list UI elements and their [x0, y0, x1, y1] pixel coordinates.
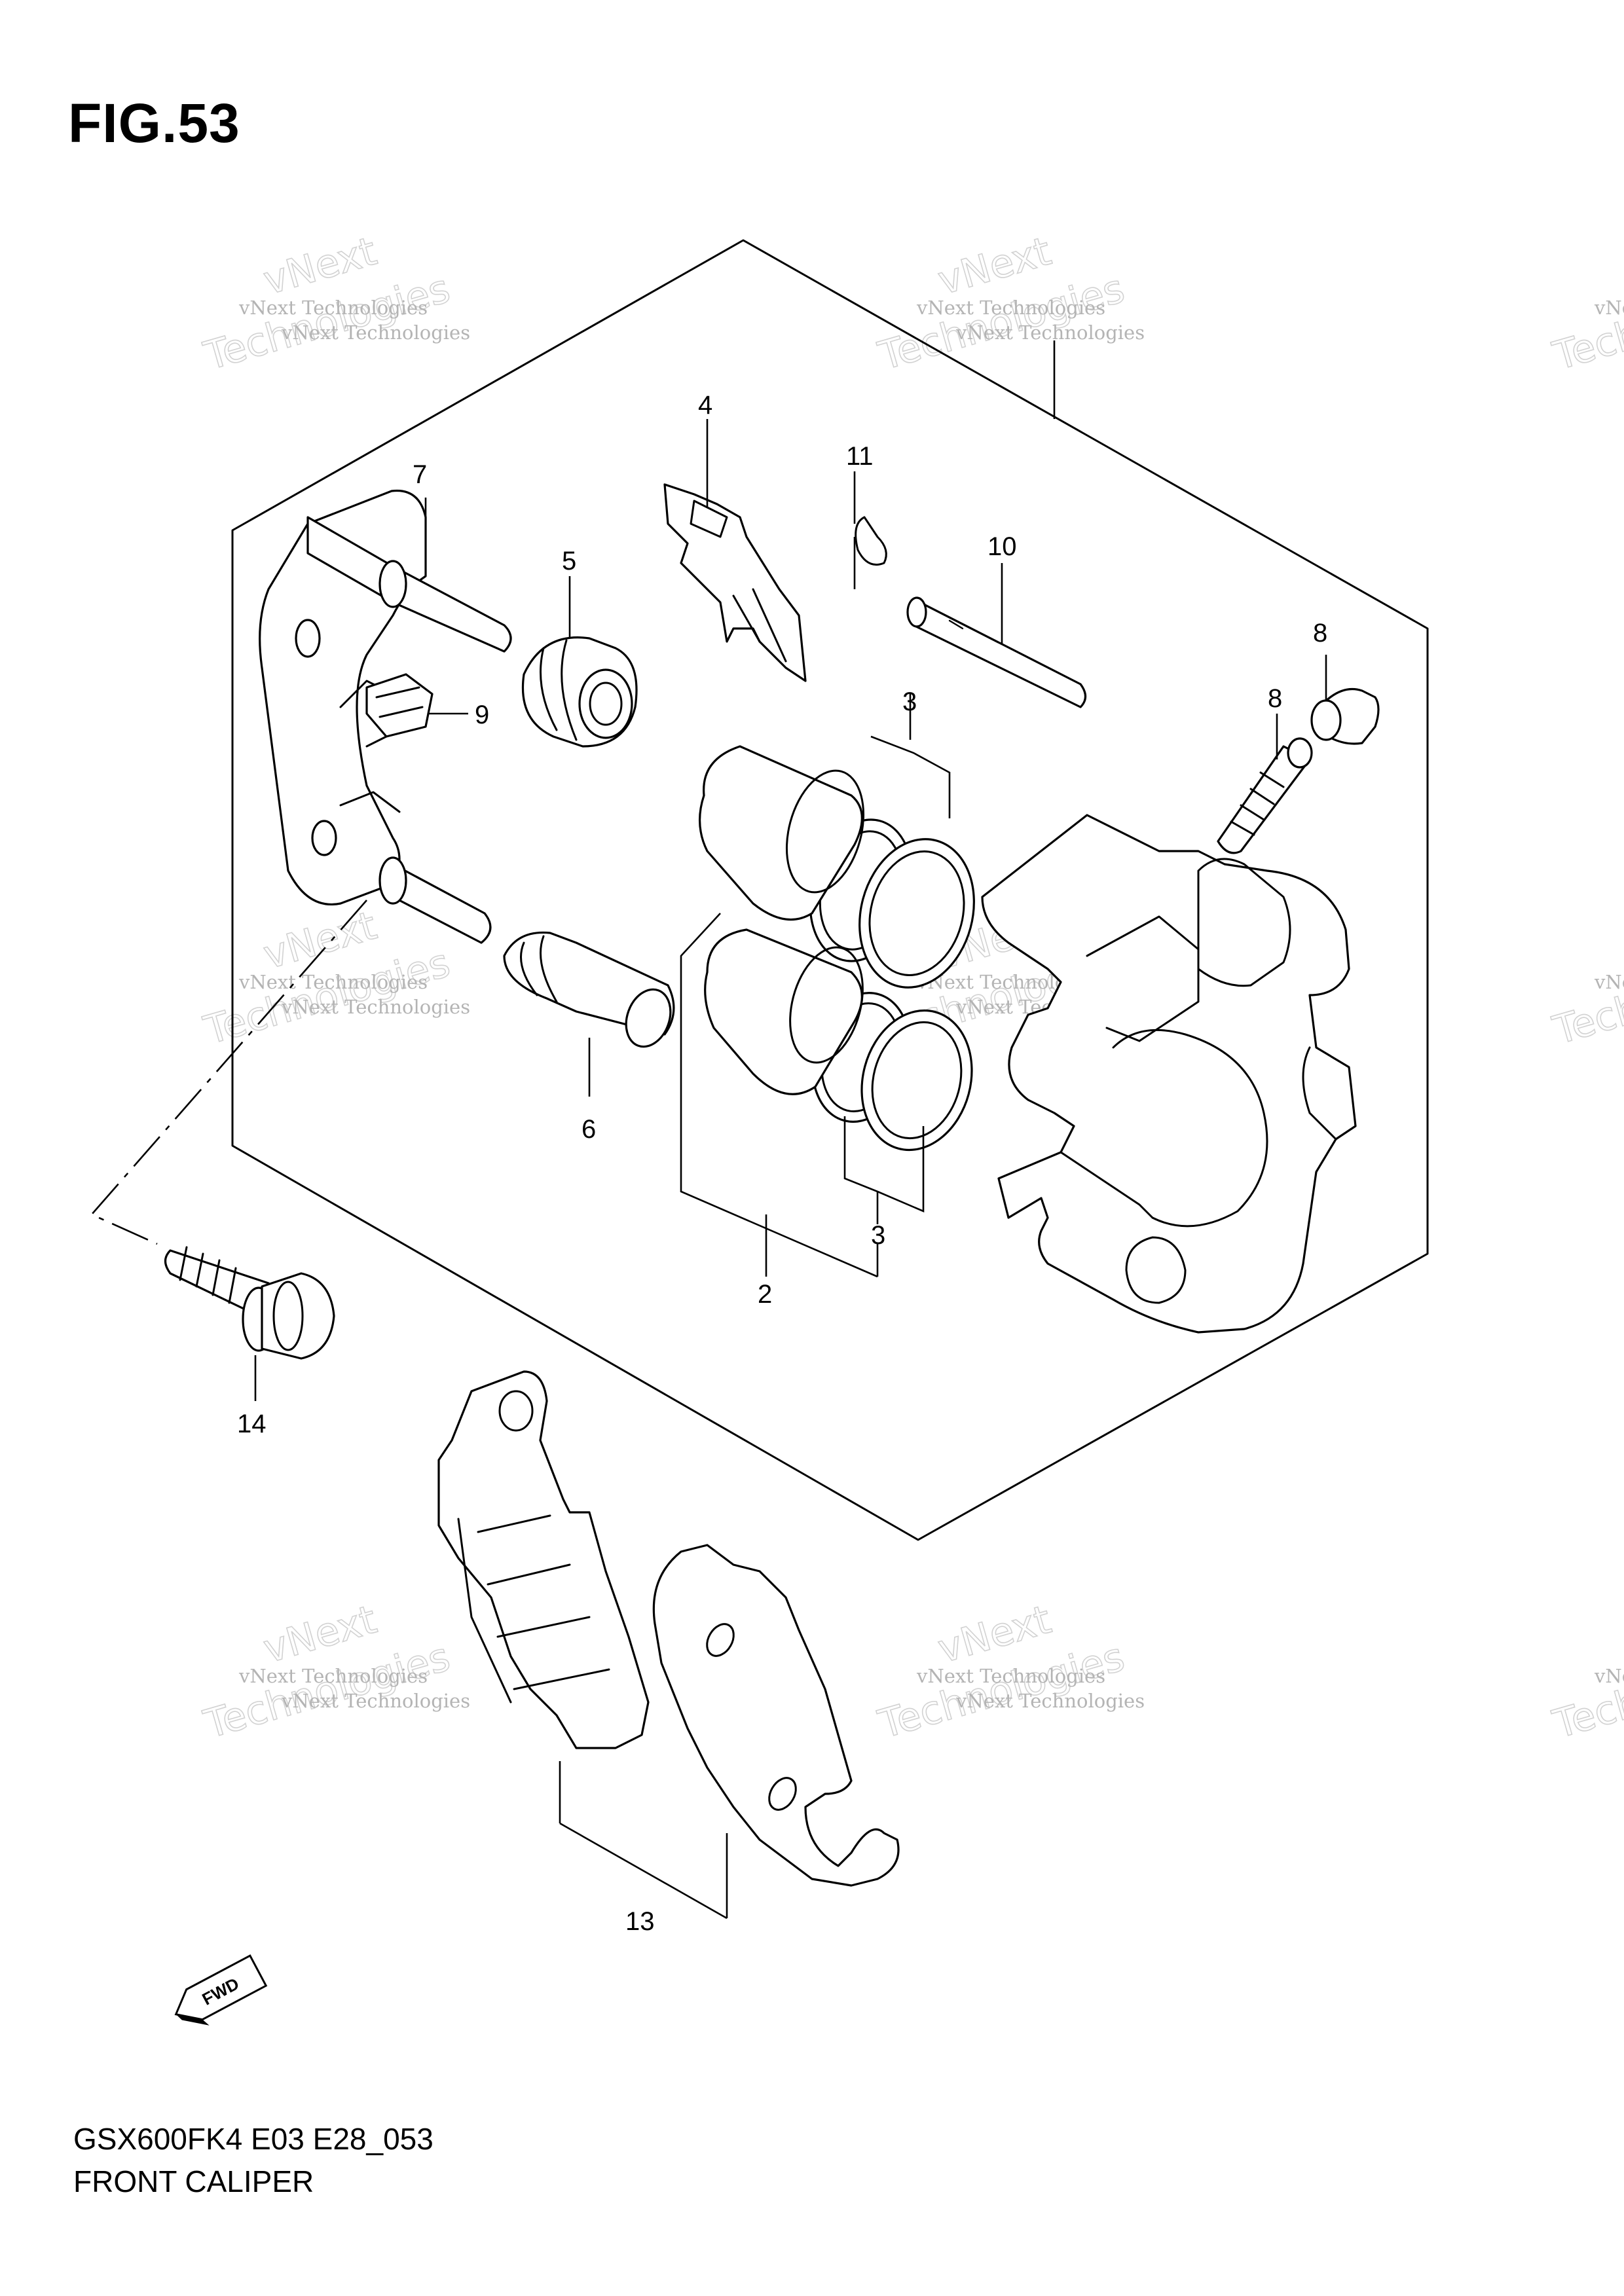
part-10-bleeder-cap	[1310, 687, 1380, 745]
part-7-caliper-bracket	[259, 489, 512, 944]
part-caliper-body	[981, 814, 1357, 1334]
svg-text:vNext Technologies: vNext Technologies	[916, 297, 1105, 319]
svg-text:Technologies: Technologies	[1548, 1634, 1624, 1748]
svg-text:vNext Technologies: vNext Technologies	[238, 297, 428, 319]
watermark-lower-left: vNext Technologies vNext Technologies vN…	[198, 1596, 470, 1748]
callout-14: 14	[237, 1410, 267, 1438]
part-9-bleeder-valve	[1217, 737, 1313, 854]
svg-text:vNext Technologies: vNext Technologies	[281, 996, 470, 1018]
svg-text:Technologies: Technologies	[1548, 940, 1624, 1054]
svg-text:vNext Technologies: vNext Technologies	[238, 971, 428, 993]
callout-2: 2	[758, 1280, 772, 1309]
figure-name: FRONT CALIPER	[73, 2164, 314, 2198]
watermark-lower-right: vNext Technologies Technologies	[1547, 1633, 1624, 1748]
callout-9: 8	[1268, 684, 1282, 713]
part-11-pad-pin	[906, 596, 1087, 708]
callout-labels: 7 5 9 4 11 10 8 8 3 6 3 2 14 13	[237, 391, 1327, 1936]
watermark-top-left: vNext Technologies vNext Technologies vN…	[198, 228, 470, 380]
watermark-lower-center: vNext Technologies vNext Technologies vN…	[873, 1596, 1145, 1748]
callout-4: 4	[698, 391, 712, 420]
part-14-mounting-bolt	[164, 1246, 335, 1360]
callout-11: 10	[987, 532, 1017, 561]
callout-13: 13	[625, 1907, 655, 1936]
callout-12: 11	[846, 442, 874, 471]
figure-model-code: GSX600FK4 E03 E28_053	[73, 2122, 434, 2156]
part-4-pad-spring	[663, 483, 807, 682]
assembly-boundary-hexagon	[231, 239, 1429, 1541]
part-8-bracket-clip	[365, 673, 434, 738]
svg-text:vNext Technologies: vNext Technologies	[1594, 1665, 1624, 1687]
watermark-top-center: vNext Technologies vNext Technologies vN…	[873, 228, 1145, 380]
leader-lines	[254, 419, 1327, 1401]
svg-text:vNext Technologies: vNext Technologies	[238, 1665, 428, 1687]
svg-text:vNext Technologies: vNext Technologies	[1594, 297, 1624, 319]
svg-text:vNext Technologies: vNext Technologies	[955, 1690, 1145, 1712]
part-13-brake-pads	[437, 1370, 900, 1920]
svg-text:vNext Technologies: vNext Technologies	[281, 1690, 470, 1712]
svg-text:vNext Technologies: vNext Technologies	[916, 1665, 1105, 1687]
callout-8: 9	[475, 701, 489, 729]
svg-text:vNext Technologies: vNext Technologies	[955, 321, 1145, 344]
callout-6: 6	[581, 1115, 596, 1144]
svg-text:vNext Technologies: vNext Technologies	[1594, 971, 1624, 993]
part-12-pin-clip	[853, 516, 887, 589]
svg-text:vNext Technologies: vNext Technologies	[281, 321, 470, 344]
fwd-arrow-icon: FWD	[174, 1954, 268, 2026]
svg-text:Technologies: Technologies	[1548, 266, 1624, 380]
part-3-piston-seals	[809, 818, 975, 1152]
callout-3-upper: 3	[902, 687, 917, 716]
watermark-middle-left: vNext Technologies vNext Technologies vN…	[198, 902, 470, 1054]
callout-3-lower: 3	[871, 1221, 885, 1250]
part-5-boot	[521, 636, 638, 748]
bolt-axis-dashed	[90, 900, 367, 1245]
callout-5: 5	[562, 547, 576, 575]
figure-title: FIG.53	[68, 92, 240, 154]
callout-10: 8	[1313, 619, 1327, 647]
watermark-middle-right: vNext Technologies Technologies	[1547, 939, 1624, 1054]
watermark-top-right: vNext Technologies Technologies	[1547, 265, 1624, 380]
callout-7: 7	[413, 460, 427, 489]
part-6-boot	[503, 931, 675, 1048]
part-2-pistons	[699, 745, 865, 1095]
